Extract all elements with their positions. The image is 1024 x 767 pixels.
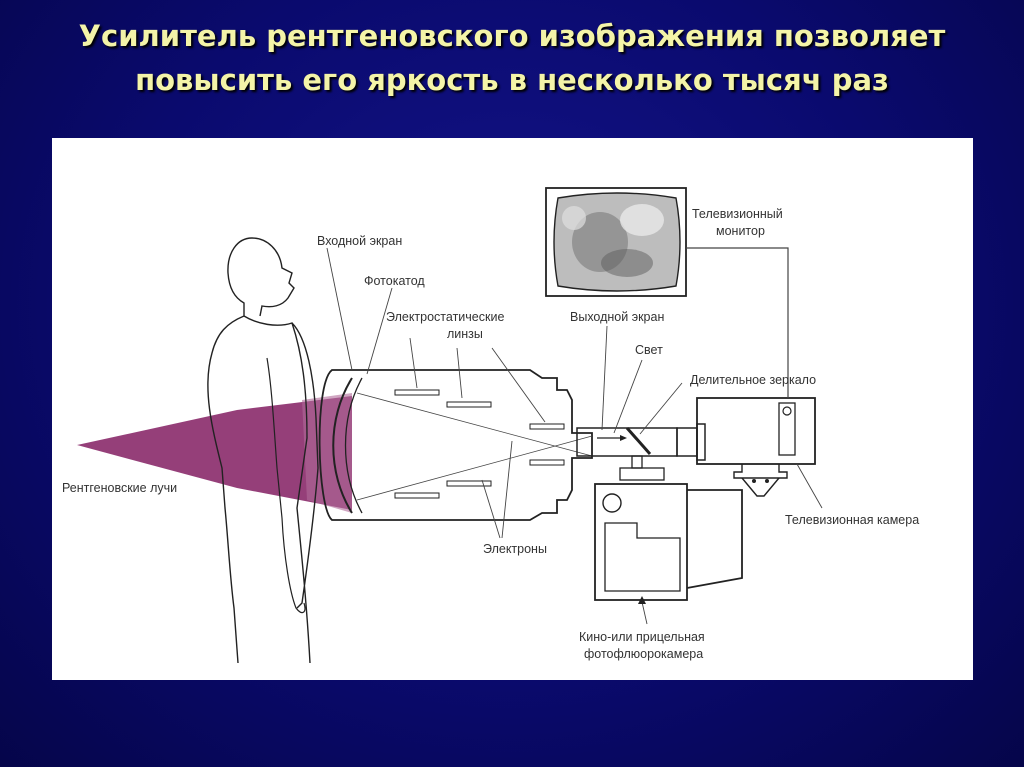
lens-plate [529,459,565,466]
cine-camera [594,483,688,601]
human-figure [207,237,319,664]
monitor-cable [686,247,789,398]
tv-camera [696,397,816,465]
input-screen [332,377,353,514]
label-tv-camera: Телевизионная камера [785,513,919,527]
camera-lens [676,427,698,457]
lens-plate [446,480,492,487]
label-split-mirror: Делительное зеркало [690,373,816,387]
label-tv-monitor-1: Телевизионный [692,207,783,221]
tv-camera-mount [733,464,788,479]
label-output-screen: Выходной экран [570,310,664,324]
electron-path [356,435,593,501]
title-line-1: Усилитель рентгеновского изображения поз… [78,19,946,53]
label-cine-1: Кино-или прицельная [579,630,705,644]
title-line-2: повысить его яркость в несколько тысяч р… [135,63,889,97]
diagram-panel: Входной экран Фотокатод Электростатическ… [52,138,973,680]
label-input-screen: Входной экран [317,234,402,248]
slide-title: Усилитель рентгеновского изображения поз… [0,14,1024,102]
label-xrays: Рентгеновские лучи [62,481,177,495]
photocathode [344,377,363,514]
human-arm [266,357,306,614]
intensifier-tube [318,369,593,521]
label-tv-monitor-2: монитор [716,224,765,238]
label-electrostatic-1: Электростатические [386,310,504,324]
tv-monitor [545,187,687,297]
lens-plate [394,492,440,499]
lens-plate [446,401,492,408]
label-electrons: Электроны [483,542,547,556]
label-cine-2: фотофлюорокамера [584,647,703,661]
label-light: Свет [635,343,663,357]
label-electrostatic-2: линзы [447,327,483,341]
split-mirror [625,427,652,455]
electron-path [356,392,593,457]
xray-beam [77,396,352,510]
xray-beam-body-pass [302,393,352,513]
lens-plate [394,389,440,396]
label-photocathode: Фотокатод [364,274,425,288]
xray-intensifier-diagram: Входной экран Фотокатод Электростатическ… [62,187,919,664]
lens-plate [529,423,565,430]
